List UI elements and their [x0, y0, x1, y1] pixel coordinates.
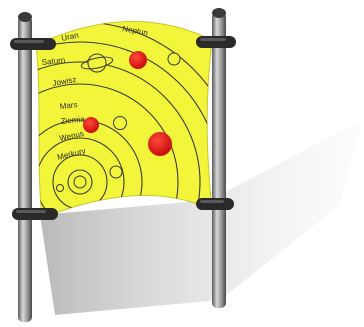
- top-left-clamp: [10, 38, 56, 50]
- planet-marker-icon: [83, 117, 99, 133]
- bottom-right-clamp: [196, 198, 234, 210]
- planet-marker-icon: [148, 132, 172, 156]
- planet-marker-icon: [129, 51, 147, 69]
- label-mars: Mars: [59, 100, 78, 111]
- left-post: [18, 12, 32, 322]
- bottom-left-clamp: [12, 208, 58, 220]
- top-right-clamp: [196, 36, 236, 48]
- right-post: [212, 8, 226, 308]
- orbit-circle-icon: [57, 185, 64, 192]
- orbit-circle-icon: [168, 53, 180, 65]
- orbit-circle-icon: [114, 117, 127, 130]
- orbit-circle-icon: [110, 166, 122, 178]
